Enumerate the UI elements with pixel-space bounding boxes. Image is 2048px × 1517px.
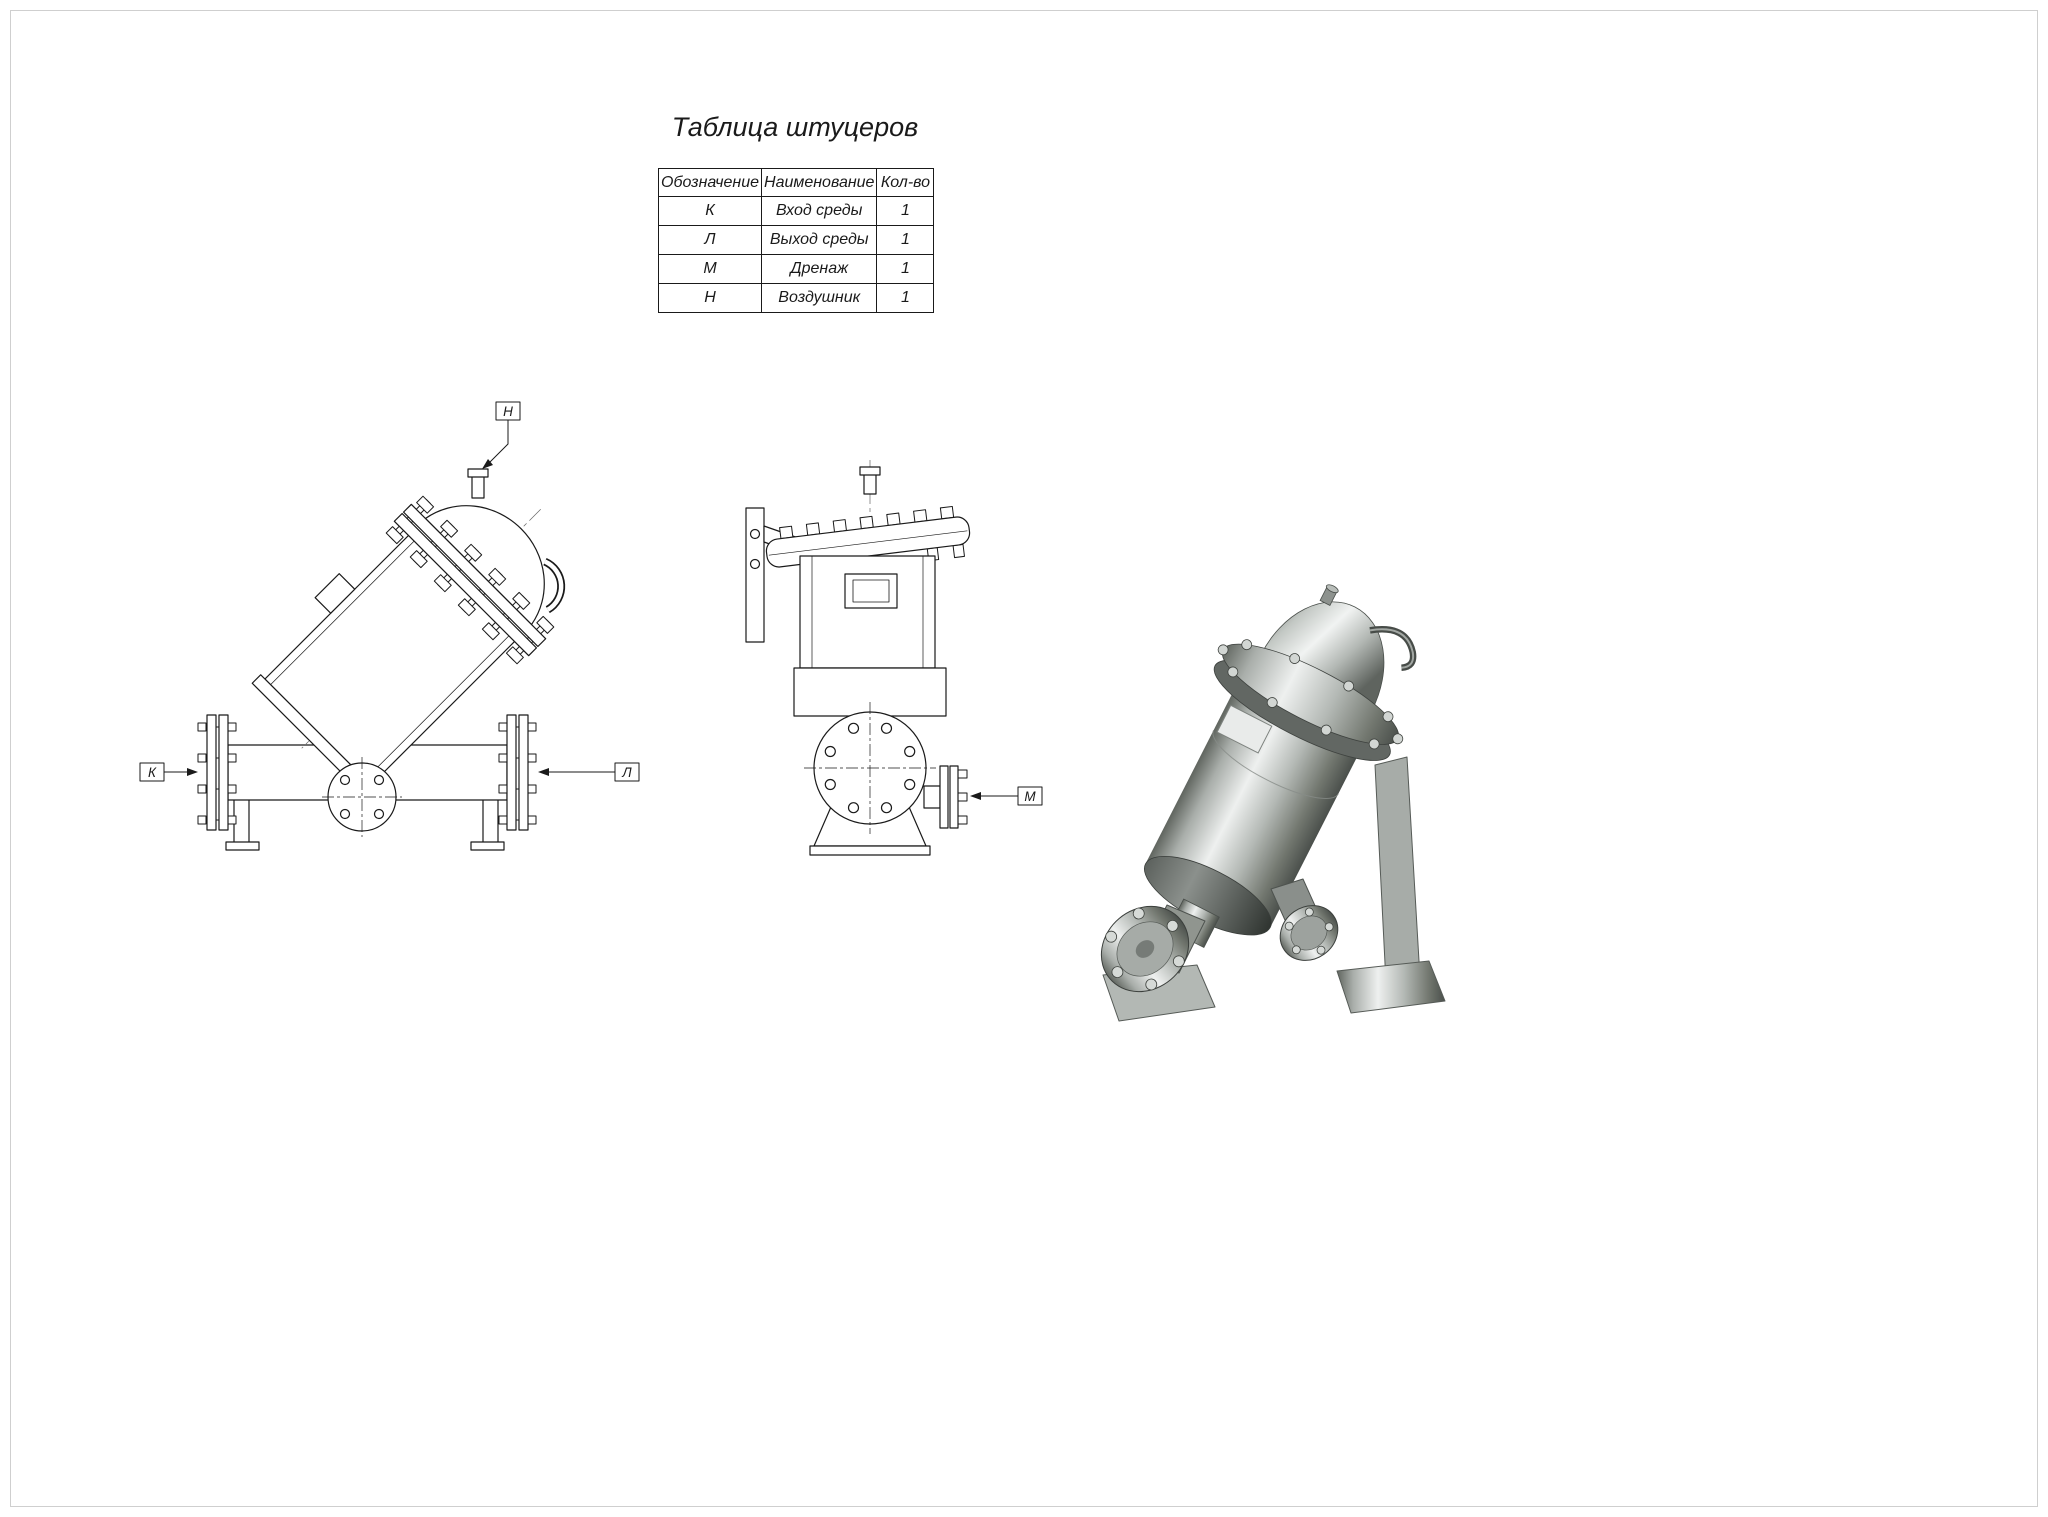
col-header-name: Наименование: [761, 168, 878, 197]
callout-k: К: [139, 762, 198, 782]
callout-n-label: Н: [503, 404, 513, 419]
table-title: Таблица штуцеров: [671, 112, 919, 142]
drain-flange-face: [322, 757, 402, 837]
view-isometric-render: [1100, 584, 1446, 1022]
cell-name: Выход среды: [761, 225, 878, 255]
callout-l: Л: [538, 762, 640, 782]
table-row: Л Выход среды 1: [657, 225, 935, 255]
dome-3d: [1261, 601, 1385, 711]
table-row: К Вход среды 1: [657, 196, 935, 226]
shell-bracket: [314, 573, 356, 614]
table-row: Н Воздушник 1: [657, 283, 935, 313]
flange-joint: [385, 495, 555, 665]
drain-nozzle: [923, 765, 968, 829]
flange-3d: [1213, 639, 1404, 761]
cell-name: Дренаж: [761, 254, 878, 284]
cell-designation: К: [657, 196, 763, 226]
view-side-drawing: Н К Л: [139, 401, 640, 851]
nozzle-table: Обозначение Наименование Кол-во К Вход с…: [657, 168, 935, 313]
drain-flange-3d: [1270, 878, 1339, 961]
cell-designation: Л: [657, 225, 763, 255]
vent-fitting: [467, 468, 489, 499]
callout-m-label: М: [1024, 789, 1036, 804]
table-header-row: Обозначение Наименование Кол-во: [657, 168, 935, 197]
cell-qty: 1: [876, 254, 935, 284]
vessel-assembly: [251, 495, 566, 799]
cell-name: Воздушник: [761, 283, 878, 313]
nameplate-3d: [1216, 704, 1273, 754]
cell-designation: М: [657, 254, 763, 284]
bottom-flange: [804, 702, 936, 834]
inlet-flange-3d: [1100, 904, 1206, 993]
cell-designation: Н: [657, 283, 763, 313]
vent-3d: [1319, 584, 1339, 606]
outlet-flange: [498, 714, 537, 831]
table-row: М Дренаж 1: [657, 254, 935, 284]
cover-handle: [543, 557, 566, 614]
handle-3d: [1369, 626, 1417, 671]
sheet-frame: [10, 10, 2038, 1507]
vessel-3d: [1143, 584, 1417, 949]
cell-qty: 1: [876, 196, 935, 226]
cell-qty: 1: [876, 225, 935, 255]
view-front-drawing: М: [745, 460, 1043, 856]
callout-n: Н: [482, 401, 521, 469]
col-header-qty: Кол-во: [876, 168, 935, 197]
cover-dome: [424, 505, 545, 626]
cell-qty: 1: [876, 283, 935, 313]
vessel-shell-front: [793, 555, 947, 717]
support-structure-3d: [1102, 756, 1446, 1022]
davit-bracket: [745, 507, 805, 643]
inlet-flange: [197, 714, 237, 831]
cell-name: Вход среды: [761, 196, 878, 226]
callout-m: М: [970, 786, 1043, 806]
vent-fitting-front: [859, 466, 881, 495]
col-header-designation: Обозначение: [657, 168, 763, 197]
callout-k-label: К: [148, 765, 157, 780]
callout-l-label: Л: [621, 765, 632, 780]
